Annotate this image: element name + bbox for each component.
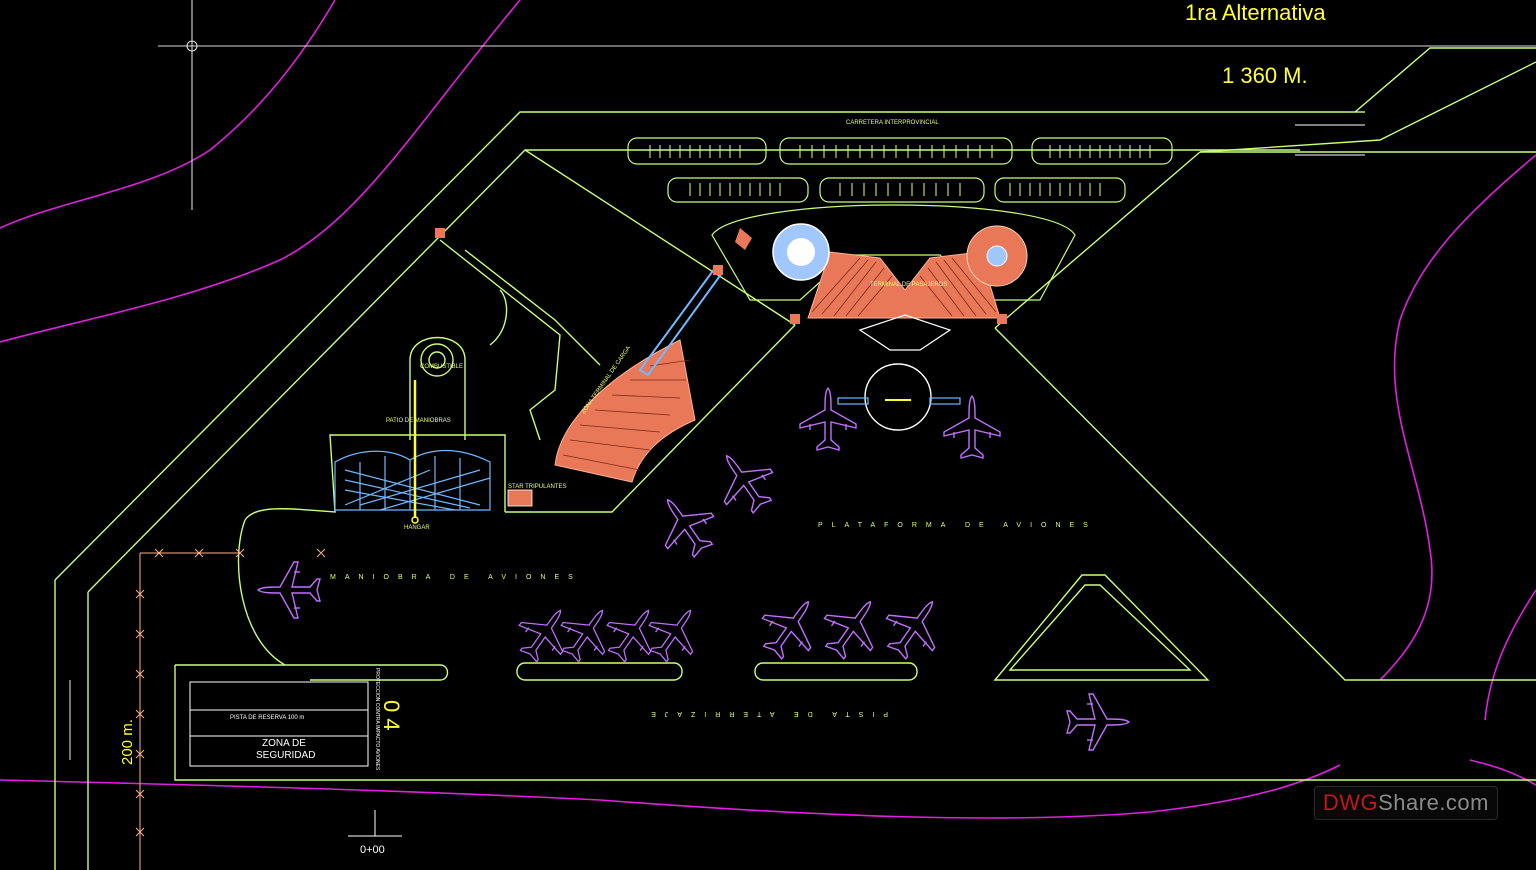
fuel-label: COMBUSTIBLE bbox=[420, 364, 463, 370]
fence-line bbox=[135, 548, 326, 870]
highway-label: CARRETERA INTERPROVINCIAL bbox=[846, 120, 939, 126]
cargo-terminal bbox=[435, 228, 1007, 507]
maneuver-yard-label: PATIO DE MANIOBRAS bbox=[386, 418, 451, 424]
runway-label: PISTA DE ATERRIZAJE bbox=[642, 710, 888, 717]
reserve-strip-label: PISTA DE RESERVA 100 m bbox=[230, 715, 304, 721]
airport-outline bbox=[54, 47, 1536, 870]
crew-label: STAR TRIPULANTES bbox=[508, 484, 566, 490]
passenger-terminal-label: TERMINAL DE PASAJEROS bbox=[870, 282, 947, 288]
watermark: DWGShare.com bbox=[1313, 786, 1498, 820]
safety-zone-label-2: SEGURIDAD bbox=[256, 750, 315, 761]
watermark-part2: Share.com bbox=[1378, 790, 1489, 815]
safety-zone-label-1: ZONA DE bbox=[262, 738, 306, 749]
terrain-contours bbox=[0, 0, 1536, 819]
runway-number: 0 4 bbox=[379, 700, 404, 731]
survey-lines bbox=[69, 0, 1536, 760]
taxi-label: MANIOBRA DE AVIONES bbox=[330, 574, 582, 581]
apron-label: PLATAFORMA DE AVIONES bbox=[818, 522, 1097, 529]
passenger-terminal bbox=[735, 223, 1028, 431]
runway-threshold bbox=[189, 124, 1365, 837]
length-dimension: 1 360 M. bbox=[1222, 63, 1308, 88]
watermark-part1: DWG bbox=[1322, 790, 1379, 815]
fuel-tank bbox=[411, 516, 419, 524]
width-dimension: 200 m. bbox=[119, 719, 136, 765]
parking-stalls bbox=[649, 145, 1151, 196]
hangar-structure bbox=[334, 449, 491, 511]
drawing-title: 1ra Alternativa bbox=[1185, 0, 1326, 25]
vertical-note: PROTECCION CONTRA IMPACTO AVIONES bbox=[374, 668, 380, 771]
station-label: 0+00 bbox=[360, 844, 385, 856]
hangar-label: HANGAR bbox=[404, 525, 430, 531]
